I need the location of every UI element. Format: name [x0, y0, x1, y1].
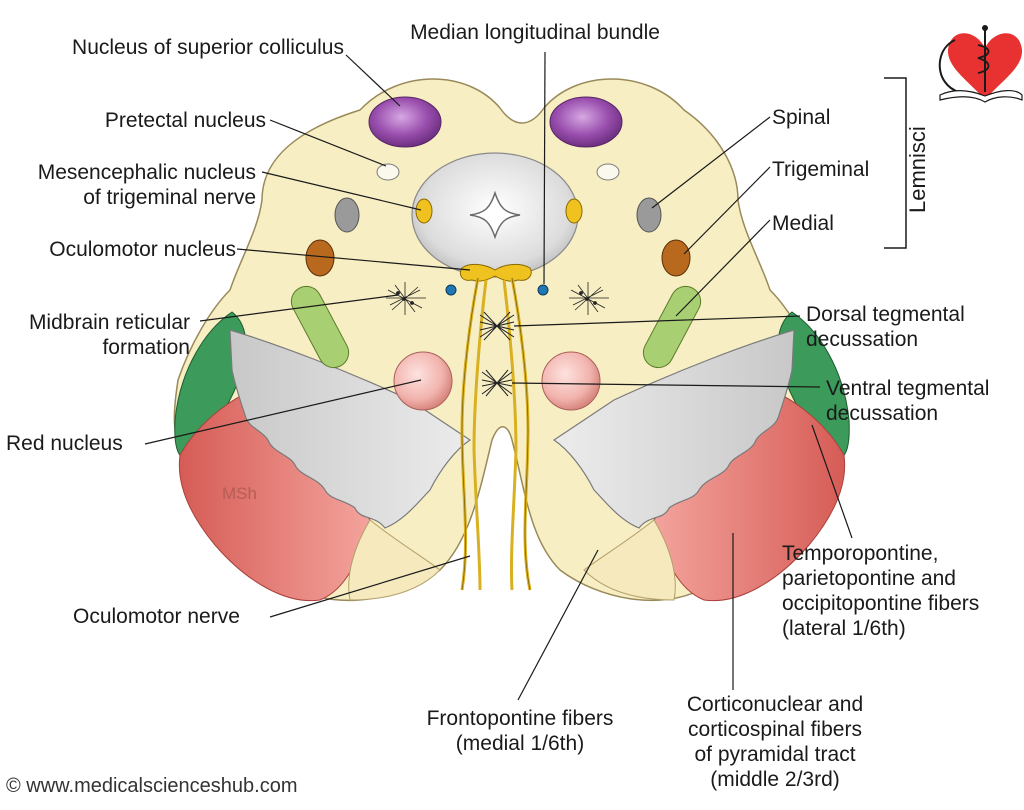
label-red-nucleus: Red nucleus — [6, 432, 123, 455]
label-mesencephalic-line2: of trigeminal nerve — [83, 186, 256, 209]
label-temporopontine-fibers: Temporopontine, parietopontine and occip… — [782, 541, 979, 641]
ventral-tegmental-decussation — [481, 369, 513, 397]
label-trigeminal-lemniscus: Trigeminal — [772, 158, 870, 181]
logo — [938, 25, 1023, 103]
superior-colliculus-left — [368, 96, 442, 148]
reticular-formation-right — [569, 282, 609, 315]
red-nucleus-left — [393, 351, 453, 411]
substantia-nigra-left — [229, 329, 472, 529]
label-median-longitudinal-bundle: Median longitudinal bundle — [410, 21, 660, 44]
label-ventral-line1: Ventral tegmental — [826, 377, 990, 400]
label-oculomotor-nucleus: Oculomotor nucleus — [49, 238, 236, 261]
trigeminal-lemniscus-right — [661, 239, 691, 277]
label-medial-lemniscus: Medial — [772, 212, 834, 235]
label-cortico-line4: (middle 2/3rd) — [710, 768, 840, 791]
label-cortico-line2: corticospinal fibers — [688, 718, 862, 741]
pretectal-nucleus-left — [376, 163, 400, 181]
label-spinal-lemniscus: Spinal — [772, 106, 831, 129]
label-dorsal-tegmental-decussation: Dorsal tegmental decussation — [806, 302, 965, 352]
pretectal-nucleus-right — [596, 163, 620, 181]
substantia-nigra-right — [552, 329, 795, 529]
label-mesencephalic-line1: Mesencephalic nucleus — [37, 161, 256, 184]
label-dorsal-line2: decussation — [806, 328, 919, 351]
label-fronto-line1: Frontopontine fibers — [426, 707, 614, 730]
red-nucleus-right — [541, 351, 601, 411]
label-temporo-line2: parietopontine and — [782, 567, 956, 590]
label-cortico-line3: of pyramidal tract — [694, 743, 856, 766]
mlf-right — [537, 284, 549, 296]
label-lemnisci: Lemnisci — [905, 126, 930, 214]
frontopontine-left — [348, 519, 441, 601]
trigeminal-lemniscus-left — [305, 239, 335, 277]
label-temporo-line1: Temporopontine, — [782, 542, 939, 565]
label-corticonuclear-fibers: Corticonuclear and corticospinal fibers … — [662, 692, 888, 792]
superior-colliculus-right — [549, 96, 623, 148]
label-ventral-line2: decussation — [826, 402, 939, 425]
label-mesencephalic-nucleus: Mesencephalic nucleus of trigeminal nerv… — [0, 160, 256, 210]
lemnisci-bracket — [884, 77, 907, 249]
label-fronto-line2: (medial 1/6th) — [455, 732, 585, 755]
label-dorsal-line1: Dorsal tegmental — [806, 303, 965, 326]
cerebral-aqueduct — [469, 190, 521, 240]
leader-lines — [144, 51, 853, 701]
mesencephalic-nucleus-left — [415, 198, 433, 224]
label-reticular-line2: formation — [102, 336, 190, 359]
label-temporo-line4: (lateral 1/6th) — [782, 617, 906, 640]
oculomotor-nucleus — [459, 263, 532, 282]
label-ventral-tegmental-decussation: Ventral tegmental decussation — [826, 376, 989, 426]
spinal-lemniscus-right — [636, 197, 662, 233]
label-pretectal-nucleus: Pretectal nucleus — [104, 109, 266, 132]
dorsal-tegmental-decussation — [479, 311, 515, 341]
label-superior-colliculus: Nucleus of superior colliculus — [72, 36, 344, 59]
mesencephalic-nucleus-right — [565, 198, 583, 224]
label-oculomotor-nerve: Oculomotor nerve — [73, 605, 240, 628]
label-midbrain-reticular-formation: Midbrain reticular formation — [0, 310, 190, 360]
label-temporo-line3: occipitopontine fibers — [782, 592, 980, 615]
spinal-lemniscus-left — [334, 197, 360, 233]
watermark-msh: MSh — [222, 484, 257, 503]
label-cortico-line1: Corticonuclear and — [686, 693, 864, 716]
medial-lemniscus-right — [642, 285, 702, 369]
label-frontopontine-fibers: Frontopontine fibers (medial 1/6th) — [402, 706, 638, 756]
mlf-left — [445, 284, 457, 296]
reticular-formation-left — [386, 282, 426, 315]
credit-text: © www.medicalscienceshub.com — [6, 775, 298, 797]
label-reticular-line1: Midbrain reticular — [28, 311, 190, 334]
frontopontine-right — [583, 519, 676, 601]
